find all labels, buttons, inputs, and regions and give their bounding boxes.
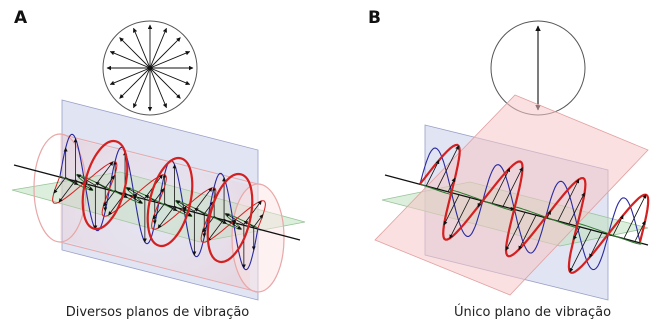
panel-a-label: A	[14, 8, 28, 28]
panel-b-waves	[419, 143, 650, 274]
panel-b-tilted-plane	[374, 94, 649, 296]
panel-a-diagram	[11, 20, 306, 301]
panel-a-waves	[52, 133, 266, 271]
panel-a-polarization-circle	[102, 20, 198, 116]
panel-b-propagation-axis	[384, 174, 649, 246]
panel-b-label: B	[368, 8, 381, 28]
panel-b-polarization-circle	[490, 20, 586, 116]
panel-a-red-rings	[81, 139, 254, 264]
panel-b-diagram	[374, 20, 650, 301]
panel-a-propagation-axis	[13, 164, 301, 241]
panel-a-caption: Diversos planos de vibração	[65, 305, 250, 320]
panel-b-caption: Único plano de vibração	[453, 305, 612, 320]
